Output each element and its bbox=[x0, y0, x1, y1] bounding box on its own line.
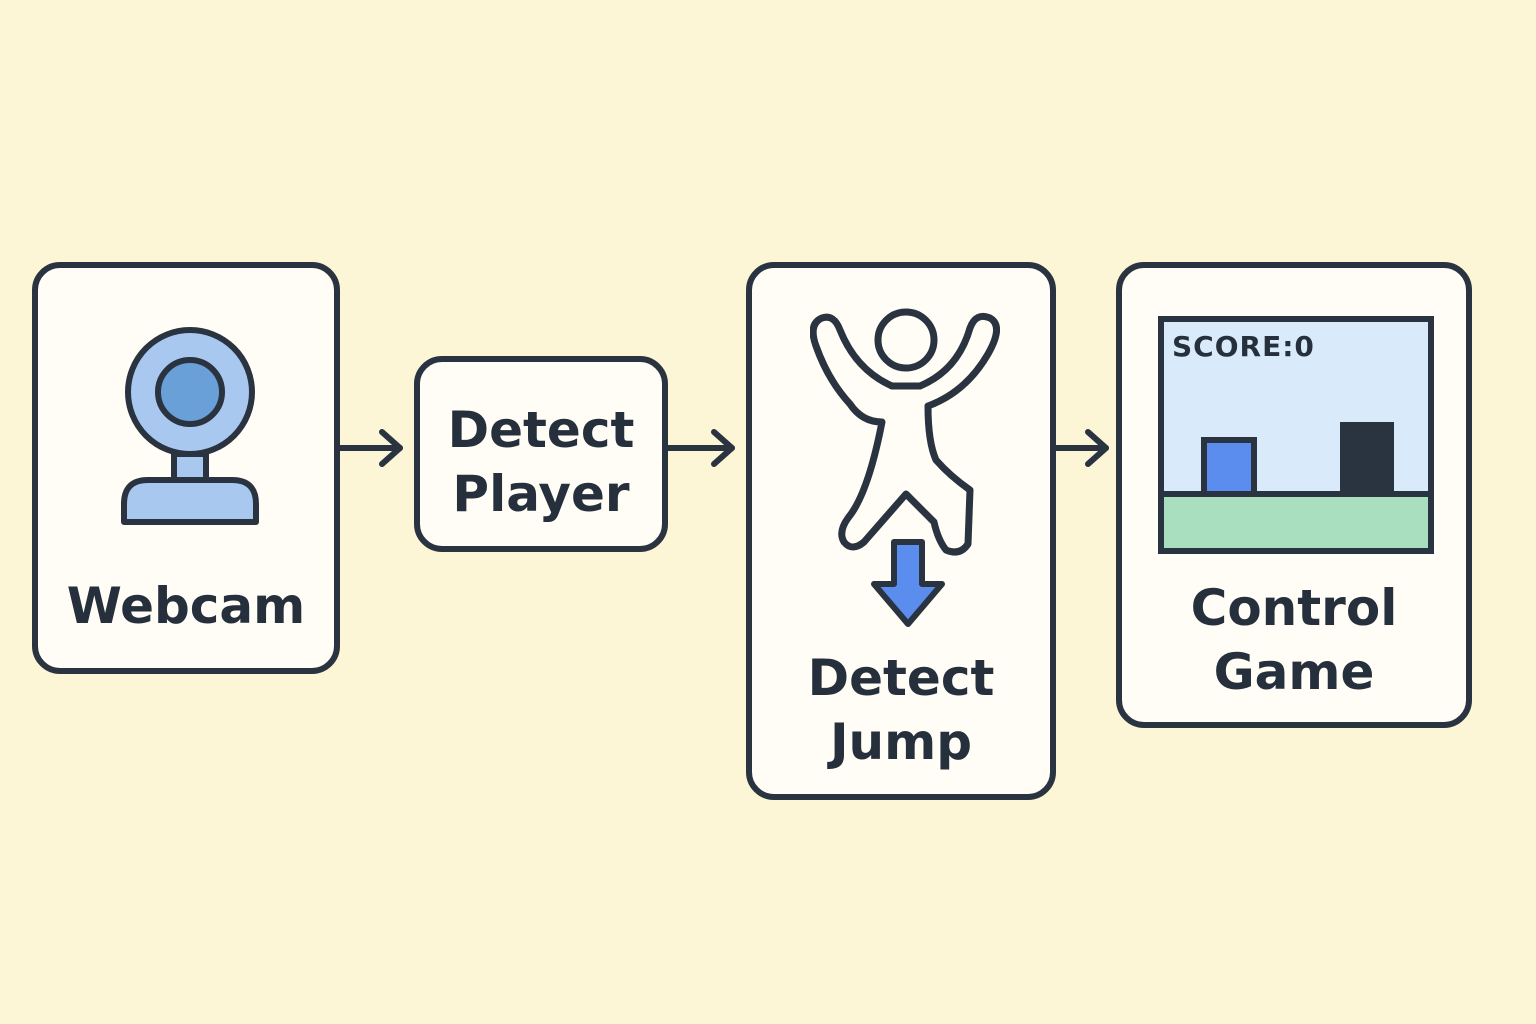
game-screen-icon: SCORE:0 bbox=[1158, 316, 1434, 554]
detect-jump-label: Detect Jump bbox=[752, 646, 1050, 774]
jumping-person-icon bbox=[810, 308, 1000, 556]
webcam-icon bbox=[121, 327, 259, 525]
control-game-label-line2: Game bbox=[1213, 643, 1375, 701]
detect-jump-step-box: Detect Jump bbox=[746, 262, 1056, 800]
detect-player-step-box: Detect Player bbox=[414, 356, 668, 552]
webcam-step-box: Webcam bbox=[32, 262, 340, 674]
score-text: SCORE:0 bbox=[1172, 330, 1315, 363]
right-arrow-icon bbox=[338, 429, 403, 467]
webcam-label: Webcam bbox=[66, 577, 306, 635]
detect-jump-label-line2: Jump bbox=[829, 713, 973, 771]
detect-jump-label-line1: Detect bbox=[807, 649, 995, 707]
detect-player-label-line1: Detect bbox=[447, 401, 635, 459]
down-arrow-icon bbox=[871, 539, 945, 627]
obstacle-block bbox=[1340, 422, 1394, 496]
control-game-label: Control Game bbox=[1122, 576, 1466, 704]
right-arrow-icon bbox=[1054, 429, 1109, 467]
control-game-label-line1: Control bbox=[1190, 579, 1398, 637]
right-arrow-icon bbox=[666, 429, 735, 467]
detect-player-label-line2: Player bbox=[452, 465, 630, 523]
control-game-step-box: SCORE:0 Control Game bbox=[1116, 262, 1472, 728]
detect-player-label: Detect Player bbox=[420, 398, 662, 526]
player-block bbox=[1201, 437, 1257, 497]
